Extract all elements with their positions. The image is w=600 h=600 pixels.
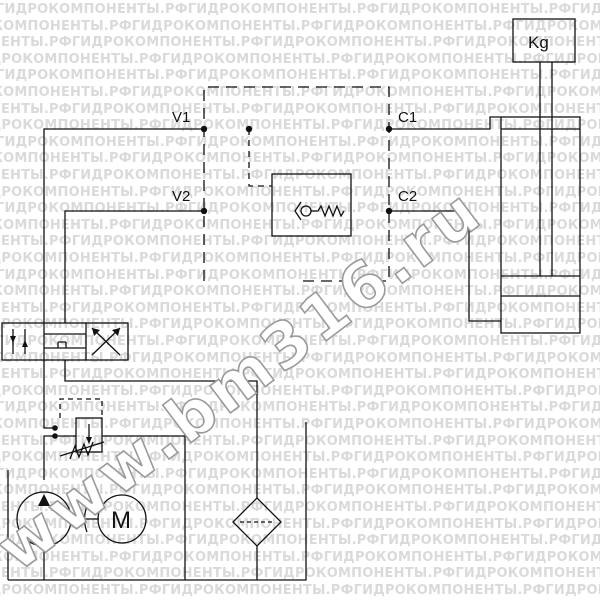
watermark-row: ГИДРОКОМПОНЕНТЫ.РФГИДРОКОМПОНЕНТЫ.РФГИДР…	[0, 267, 600, 283]
watermark-row: ГИДРОКОМПОНЕНТЫ.РФГИДРОКОМПОНЕНТЫ.РФГИДР…	[0, 251, 600, 266]
watermark-row: ГИДРОКОМПОНЕНТЫ.РФГИДРОКОМПОНЕНТЫ.РФГИДР…	[0, 583, 600, 598]
watermark-row: ГИДРОКОМПОНЕНТЫ.РФГИДРОКОМПОНЕНТЫ.РФГИДР…	[0, 101, 600, 117]
watermark-row: ГИДРОКОМПОНЕНТЫ.РФГИДРОКОМПОНЕНТЫ.РФГИДР…	[0, 151, 600, 167]
watermark-row: ГИДРОКОМПОНЕНТЫ.РФГИДРОКОМПОНЕНТЫ.РФГИДР…	[0, 400, 600, 416]
watermark-row: ГИДРОКОМПОНЕНТЫ.РФГИДРОКОМПОНЕНТЫ.РФГИДР…	[0, 201, 600, 217]
cylinder-supply-lines	[389, 116, 501, 322]
dcv-left-section-symbols	[10, 329, 28, 354]
port-v1-label: V1	[172, 109, 190, 126]
check-valve-pilot-line	[248, 129, 272, 187]
return-filter	[232, 497, 282, 580]
watermark-row: ГИДРОКОМПОНЕНТЫ.РФГИДРОКОМПОНЕНТЫ.РФГИДР…	[0, 566, 600, 582]
supply-return-lines	[43, 360, 258, 580]
watermark-row: ГИДРОКОМПОНЕНТЫ.РФГИДРОКОМПОНЕНТЫ.РФГИДР…	[0, 367, 600, 383]
watermark-row: ГИДРОКОМПОНЕНТЫ.РФГИДРОКОМПОНЕНТЫ.РФГИДР…	[0, 284, 600, 300]
watermark-row: ГИДРОКОМПОНЕНТЫ.РФГИДРОКОМПОНЕНТЫ.РФГИДР…	[0, 51, 600, 67]
watermark-row: ГИДРОКОМПОНЕНТЫ.РФГИДРОКОМПОНЕНТЫ.РФГИДР…	[0, 383, 600, 399]
watermark-row: ГИДРОКОМПОНЕНТЫ.РФГИДРОКОМПОНЕНТЫ.РФГИДР…	[0, 68, 600, 84]
pilot-junction-dot	[245, 125, 253, 133]
check-valve-box	[271, 173, 352, 237]
watermark-row: ГИДРОКОМПОНЕНТЫ.РФГИДРОКОМПОНЕНТЫ.РФГИДР…	[0, 500, 600, 515]
watermark-row: ГИДРОКОМПОНЕНТЫ.РФГИДРОКОМПОНЕНТЫ.РФГИДР…	[0, 18, 600, 34]
cylinder-barrel	[500, 116, 581, 334]
pump-motor-unit: M	[16, 435, 147, 580]
watermark-row: ГИДРОКОМПОНЕНТЫ.РФГИДРОКОМПОНЕНТЫ.РФГИДР…	[0, 466, 600, 482]
watermark-row: ГИДРОКОМПОНЕНТЫ.РФГИДРОКОМПОНЕНТЫ.РФГИДР…	[0, 533, 600, 549]
watermark-row: ГИДРОКОМПОНЕНТЫ.РФГИДРОКОМПОНЕНТЫ.РФГИДР…	[0, 483, 600, 499]
load-and-cylinder: Kg	[500, 18, 581, 334]
watermark-row: ГИДРОКОМПОНЕНТЫ.РФГИДРОКОМПОНЕНТЫ.РФГИДР…	[0, 234, 600, 250]
watermark-row: ГИДРОКОМПОНЕНТЫ.РФГИДРОКОМПОНЕНТЫ.РФГИДР…	[0, 35, 600, 51]
watermark-row: ГИДРОКОМПОНЕНТЫ.РФГИДРОКОМПОНЕНТЫ.РФГИДР…	[0, 417, 600, 432]
motor-label: M	[111, 507, 131, 534]
watermark-row: ГИДРОКОМПОНЕНТЫ.РФГИДРОКОМПОНЕНТЫ.РФГИДР…	[0, 217, 600, 233]
watermark-row: ГИДРОКОМПОНЕНТЫ.РФГИДРОКОМПОНЕНТЫ.РФГИДР…	[0, 450, 600, 466]
dcv-center-section-symbols	[44, 333, 86, 349]
watermark-row: ГИДРОКОМПОНЕНТЫ.РФГИДРОКОМПОНЕНТЫ.РФГИДР…	[0, 433, 600, 449]
check-valve-symbol	[294, 201, 345, 221]
rotation-arrow	[83, 505, 88, 533]
load-weight-label: Kg	[528, 33, 549, 52]
watermark-row: ГИДРОКОМПОНЕНТЫ.РФГИДРОКОМПОНЕНТЫ.РФГИДР…	[0, 334, 600, 349]
load-weight-box	[512, 18, 576, 63]
watermark-row: ГИДРОКОМПОНЕНТЫ.РФГИДРОКОМПОНЕНТЫ.РФГИДР…	[0, 85, 600, 100]
dcv-right-section-symbols	[91, 327, 121, 356]
watermark-row: ГИДРОКОМПОНЕНТЫ.РФГИДРОКОМПОНЕНТЫ.РФГИДР…	[0, 300, 600, 316]
watermark-row: ГИДРОКОМПОНЕНТЫ.РФГИДРОКОМПОНЕНТЫ.РФГИДР…	[0, 2, 600, 17]
port-c2-label: C2	[398, 188, 417, 205]
port-c1-label: C1	[398, 109, 417, 126]
watermark-row: ГИДРОКОМПОНЕНТЫ.РФГИДРОКОМПОНЕНТЫ.РФГИДР…	[0, 549, 600, 565]
watermark-row: ГИДРОКОМПОНЕНТЫ.РФГИДРОКОМПОНЕНТЫ.РФГИДР…	[0, 350, 600, 366]
watermark-row: ГИДРОКОМПОНЕНТЫ.РФГИДРОКОМПОНЕНТЫ.РФГИДР…	[0, 184, 600, 200]
tank-reservoir	[7, 422, 307, 581]
directional-control-valve	[1, 322, 129, 361]
electric-motor	[97, 494, 147, 544]
diagonal-watermark: www.bm316.ru	[0, 173, 497, 585]
watermark-row: ГИДРОКОМПОНЕНТЫ.РФГИДРОКОМПОНЕНТЫ.РФГИДР…	[0, 168, 600, 183]
watermark-row: ГИДРОКОМПОНЕНТЫ.РФГИДРОКОМПОНЕНТЫ.РФГИДР…	[0, 134, 600, 150]
port-v2-label: V2	[172, 188, 190, 205]
valve-to-block-lines	[43, 128, 204, 323]
counterbalance-valve-block: V1 V2 C1 C2	[172, 86, 417, 282]
watermark-row: ГИДРОКОМПОНЕНТЫ.РФГИДРОКОМПОНЕНТЫ.РФГИДР…	[0, 317, 600, 333]
watermark-row: ГИДРОКОМПОНЕНТЫ.РФГИДРОКОМПОНЕНТЫ.РФГИДР…	[0, 516, 600, 532]
